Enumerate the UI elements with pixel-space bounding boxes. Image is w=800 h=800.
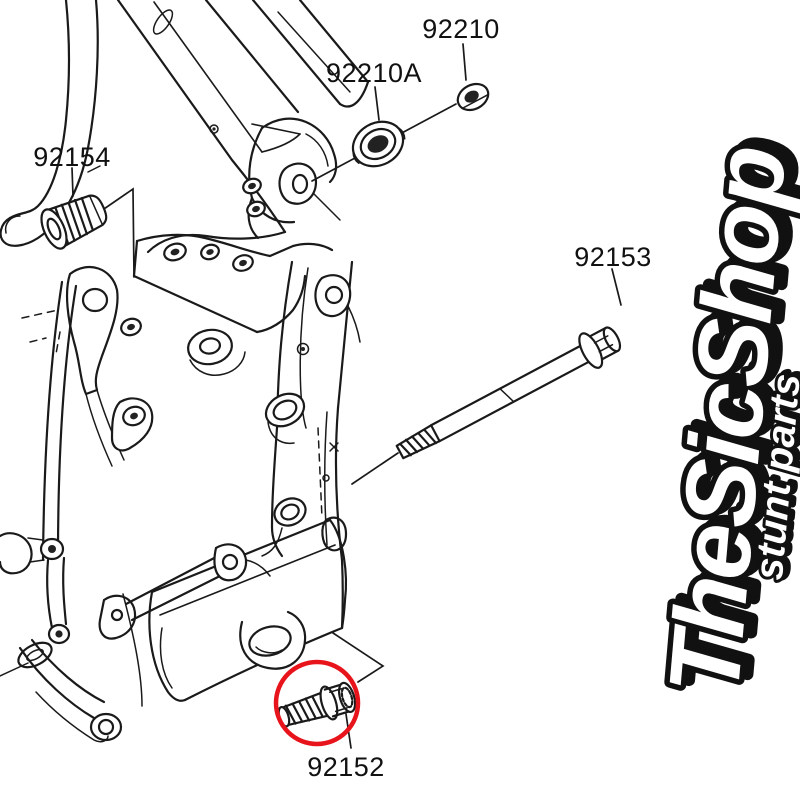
part-92152-bolt [277, 681, 357, 728]
part-92153-bolt [395, 326, 622, 460]
frame-drawing [0, 0, 370, 743]
part-label-92210a: 92210A [325, 58, 423, 88]
part-92154-plug [40, 194, 108, 250]
part-label-92153: 92153 [574, 242, 652, 272]
leader-lines [71, 43, 622, 749]
part-92210-nut [456, 82, 490, 112]
highlight-circle [273, 659, 361, 747]
part-label-92154: 92154 [33, 142, 111, 172]
part-92210a-flanged-nut [351, 120, 406, 168]
part-label-92152: 92152 [307, 752, 385, 782]
part-label-92210: 92210 [422, 14, 500, 44]
